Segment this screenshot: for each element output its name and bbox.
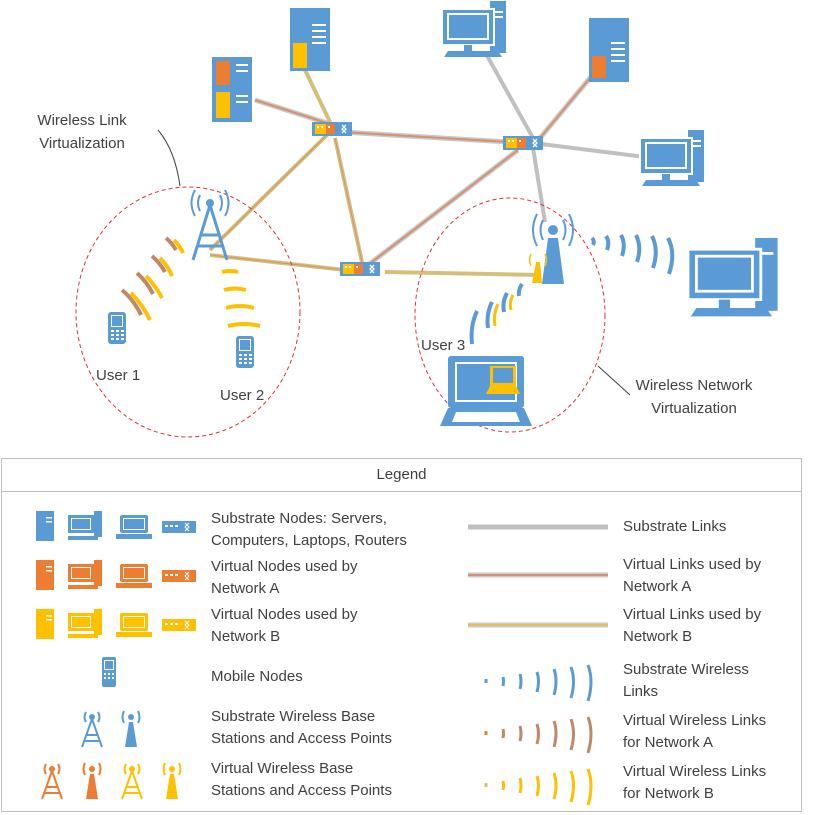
legend-wireless-a-swatch bbox=[484, 716, 593, 754]
legend-item-virtual-nodes-b: Virtual Nodes used by Network B bbox=[211, 604, 357, 648]
legend-text-line: Substrate Nodes: Servers, bbox=[211, 510, 387, 527]
legend-text-line: Virtual Wireless Links bbox=[623, 712, 767, 729]
router-icon bbox=[502, 135, 544, 151]
legend-text-line: for Network A bbox=[623, 734, 714, 751]
wireless-network-virtualization-region bbox=[414, 197, 606, 433]
legend-item-substrate-nodes: Substrate Nodes: Servers, Computers, Lap… bbox=[211, 508, 407, 552]
legend-text-line: Mobile Nodes bbox=[211, 668, 303, 685]
desktop-computer-icon bbox=[441, 0, 507, 58]
label-wireless-network-virtualization-1: Wireless Network bbox=[636, 377, 753, 394]
legend-item-virtual-links-a: Virtual Links used by Network A bbox=[623, 554, 761, 598]
virtual-wireless-links-network-a bbox=[120, 236, 178, 316]
legend-text-line: Computers, Laptops, Routers bbox=[211, 532, 407, 549]
label-user-3: User 3 bbox=[421, 337, 465, 354]
label-wireless-network-virtualization-2: Virtualization bbox=[651, 400, 737, 417]
callout-line-link bbox=[157, 129, 181, 187]
legend-item-virtual-wireless-b: Virtual Wireless Links for Network B bbox=[623, 761, 766, 805]
mobile-phone-icon bbox=[108, 312, 126, 344]
legend-text-line: Links bbox=[623, 683, 659, 700]
legend-text-line: Network B bbox=[211, 628, 281, 645]
legend-text-line: for Network B bbox=[623, 785, 714, 802]
legend-text-line: Substrate Wireless bbox=[623, 661, 749, 678]
virtual-wireless-links-network-b bbox=[129, 238, 261, 328]
base-station-tower-icon bbox=[190, 189, 230, 261]
legend-substrate-wireless-swatch bbox=[484, 664, 593, 702]
legend-item-substrate-base-stations: Substrate Wireless Base Stations and Acc… bbox=[211, 706, 392, 750]
callout-line-network bbox=[597, 365, 631, 396]
legend-text-line: Stations and Access Points bbox=[211, 782, 392, 799]
legend-text-line: Virtual Nodes used by bbox=[211, 606, 358, 623]
legend-text-line: Network A bbox=[211, 580, 280, 597]
legend-item-mobile-nodes: Mobile Nodes bbox=[211, 666, 303, 688]
desktop-computer-icon bbox=[686, 238, 778, 317]
svg-text:Wireless Link: Wireless Link bbox=[37, 112, 127, 129]
legend-text-line: Virtual Links used by bbox=[623, 556, 762, 573]
legend-mobile-node-icon bbox=[102, 657, 116, 687]
mobile-phone-icon bbox=[236, 336, 254, 368]
legend-text-line: Substrate Wireless Base bbox=[211, 708, 376, 725]
legend-item-substrate-wireless-links: Substrate Wireless Links bbox=[623, 659, 749, 703]
legend-text-line: Network B bbox=[623, 628, 693, 645]
svg-text:Virtualization: Virtualization bbox=[39, 135, 125, 152]
legend-text-line: Substrate Links bbox=[623, 518, 727, 535]
router-icon bbox=[311, 121, 353, 137]
label-wireless-link-virtualization-2: Virtualization bbox=[39, 135, 125, 152]
legend-item-virtual-links-b: Virtual Links used by Network B bbox=[623, 604, 761, 648]
svg-text:Virtualization: Virtualization bbox=[651, 400, 737, 417]
legend-wireless-b-swatch bbox=[484, 768, 593, 806]
legend-text-line: Network A bbox=[623, 578, 692, 595]
legend-item-virtual-wireless-a: Virtual Wireless Links for Network A bbox=[623, 710, 766, 754]
legend-text-line: Virtual Wireless Base bbox=[211, 760, 354, 777]
substrate-links bbox=[483, 51, 646, 223]
label-user-1: User 1 bbox=[96, 367, 140, 384]
server-icon bbox=[290, 8, 330, 71]
legend-right-icons bbox=[468, 524, 608, 806]
virtual-links-network-a bbox=[254, 70, 597, 267]
router-icon bbox=[339, 261, 381, 277]
laptop-icon bbox=[440, 356, 532, 426]
legend-text-line: Virtual Links used by bbox=[623, 606, 762, 623]
legend-text-line: Virtual Wireless Links bbox=[623, 763, 767, 780]
access-point-icon bbox=[528, 213, 574, 284]
legend-substrate-base-station-icons bbox=[81, 710, 141, 748]
legend-item-substrate-links: Substrate Links bbox=[623, 516, 726, 538]
virtual-links-network-b bbox=[208, 69, 541, 277]
wireless-link-virtualization-region bbox=[75, 186, 301, 438]
legend-item-virtual-nodes-a: Virtual Nodes used by Network A bbox=[211, 556, 357, 600]
legend-item-virtual-base-stations: Virtual Wireless Base Stations and Acces… bbox=[211, 758, 392, 802]
svg-text:Wireless Network: Wireless Network bbox=[636, 377, 753, 394]
legend-network-a-nodes-icons bbox=[36, 560, 196, 590]
legend-network-b-nodes-icons bbox=[36, 609, 196, 639]
substrate-wireless-links bbox=[469, 234, 675, 345]
legend-left-icons bbox=[36, 511, 196, 800]
label-user-2: User 2 bbox=[220, 387, 264, 404]
network-diagram: Wireless Link Virtualization Wireless Ne… bbox=[37, 0, 778, 438]
virtual-wireless-links-network-b-ap bbox=[492, 294, 515, 327]
label-wireless-link-virtualization-1: Wireless Link bbox=[37, 112, 127, 129]
server-stack-icon bbox=[212, 57, 252, 122]
legend-text-line: Stations and Access Points bbox=[211, 730, 392, 747]
legend-title: Legend bbox=[2, 459, 801, 492]
legend: Legend bbox=[1, 458, 802, 812]
server-icon bbox=[589, 18, 629, 82]
legend-text-line: Virtual Nodes used by bbox=[211, 558, 358, 575]
legend-substrate-nodes-icons bbox=[36, 511, 196, 541]
desktop-computer-icon bbox=[639, 129, 705, 187]
legend-virtual-base-station-icons bbox=[41, 762, 182, 800]
